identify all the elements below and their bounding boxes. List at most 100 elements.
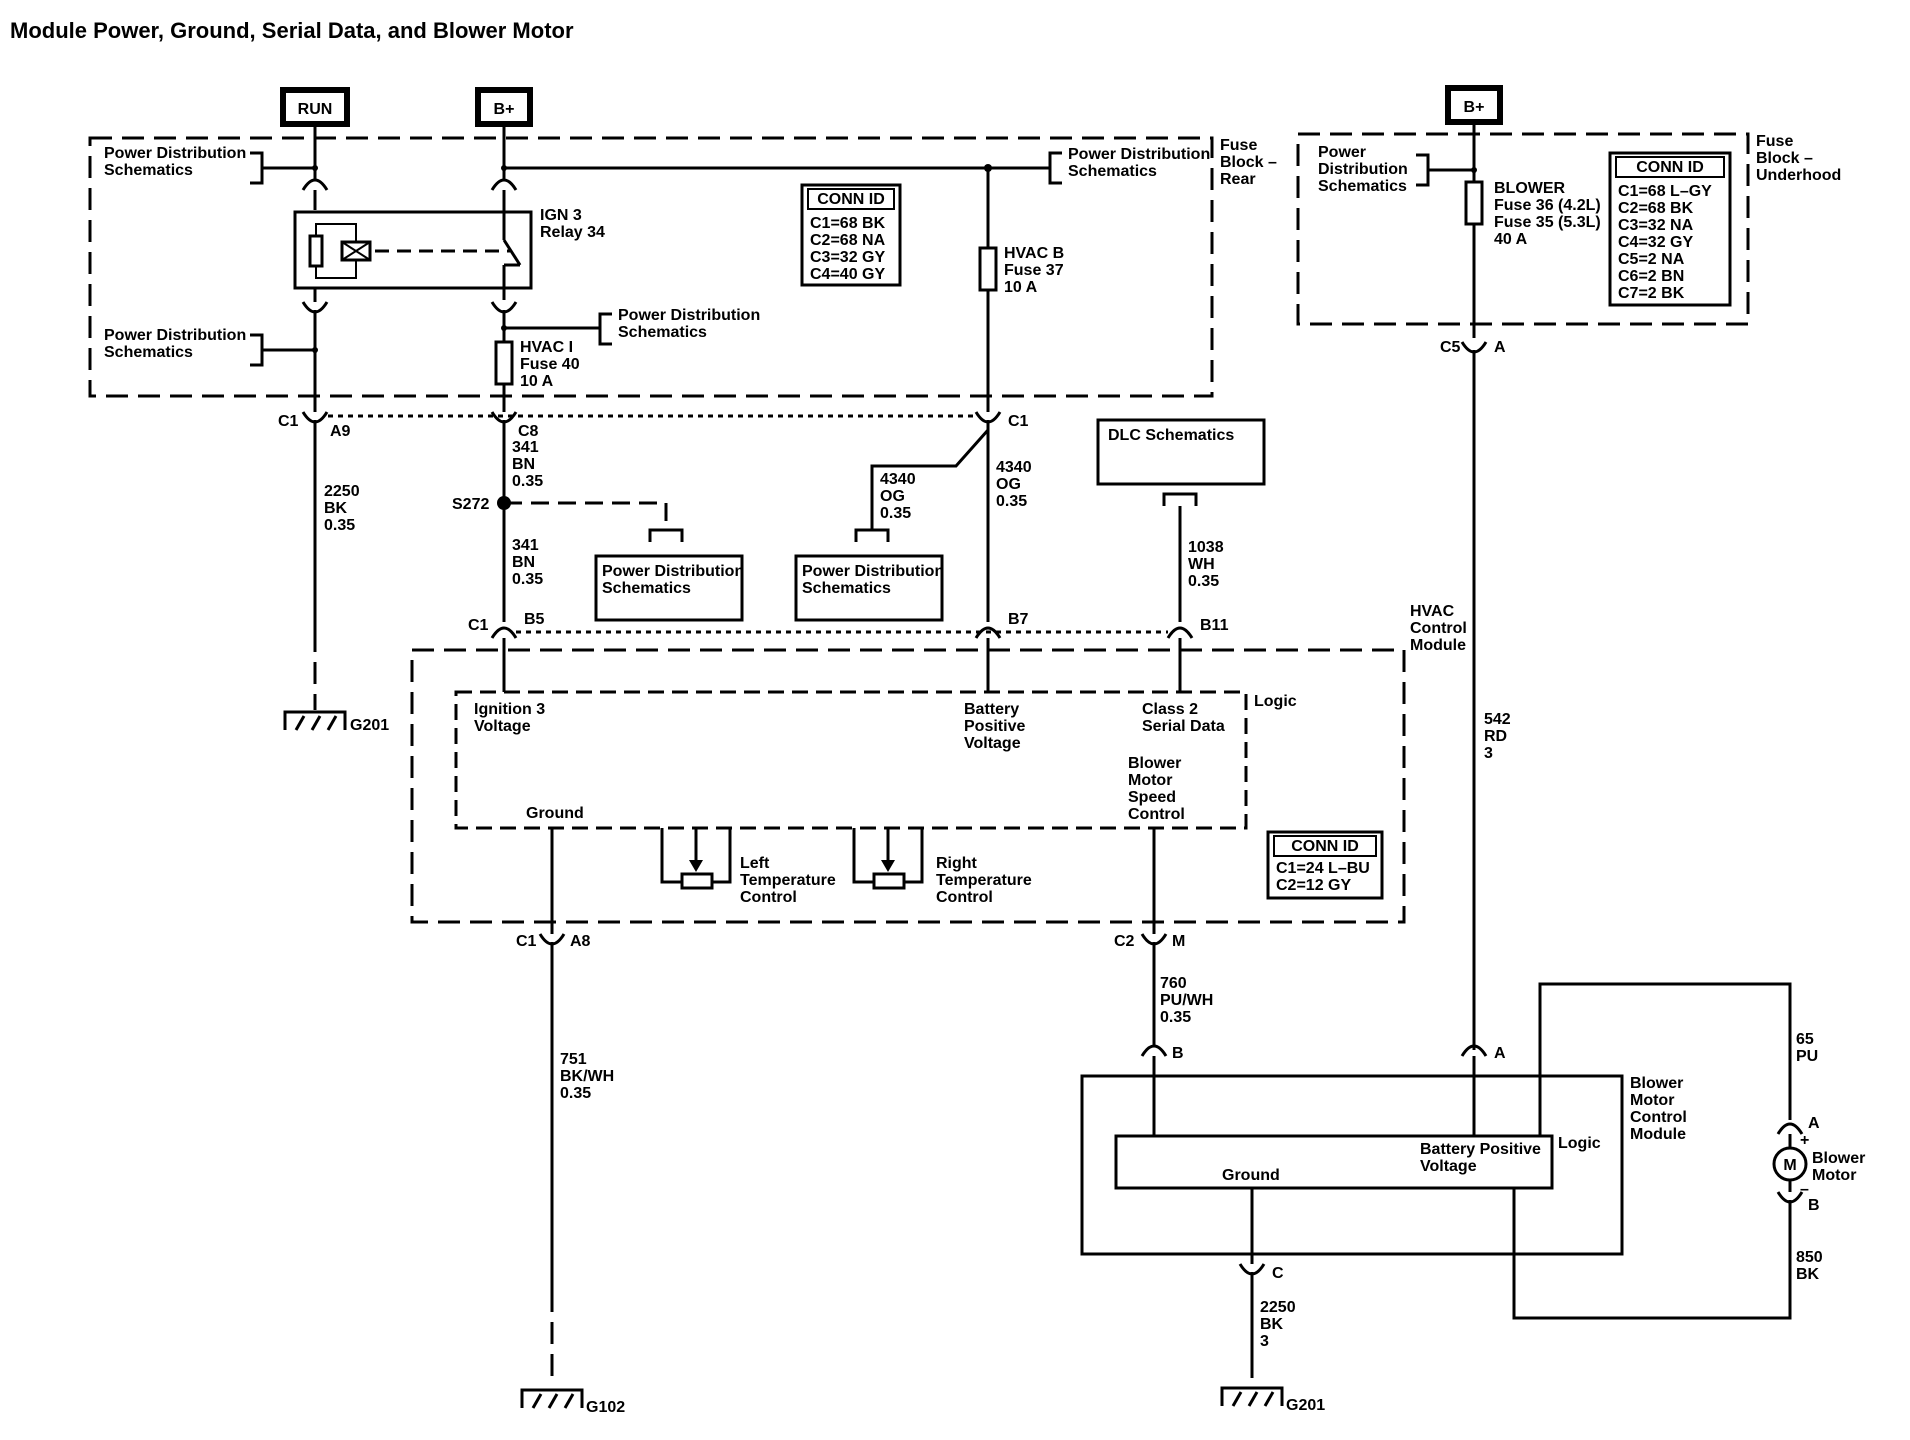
- wire-4340a-3: 0.35: [880, 505, 911, 522]
- dlc-label: DLC Schematics: [1108, 427, 1234, 444]
- pd-ref-left-bottom-bracket: [250, 333, 264, 367]
- fuse-block-underhood-label-3: Underhood: [1756, 167, 1841, 184]
- conn-id-rear-1: C1=68 BK: [810, 215, 886, 232]
- pd-ref-rear-right-1: Power Distribution: [1068, 146, 1210, 163]
- pd-box-4340-1: Power Distribution: [802, 563, 944, 580]
- diagram-title: Module Power, Ground, Serial Data, and B…: [10, 18, 574, 43]
- conn-id-underhood-2: C2=68 BK: [1618, 200, 1694, 217]
- wire-341b-2: BN: [512, 554, 535, 571]
- fuse-block-rear-label-1: Fuse: [1220, 137, 1257, 154]
- g102-label: G102: [586, 1399, 625, 1416]
- pd-box-4340-2: Schematics: [802, 580, 891, 597]
- conn-id-hvac: CONN ID C1=24 L–BU C2=12 GY: [1266, 830, 1384, 900]
- connector-b11: [1166, 626, 1194, 639]
- hvac-ign3-1: Ignition 3: [474, 701, 545, 718]
- a-bmcm-label: A: [1494, 1045, 1506, 1062]
- wire-4340a-2: OG: [880, 488, 905, 505]
- blower-motor-control-module: [1080, 1074, 1624, 1256]
- ground-g201-right: G201: [1220, 1386, 1325, 1414]
- wire-760-2: PU/WH: [1160, 992, 1213, 1009]
- c1-a8-label: C1: [516, 933, 537, 950]
- wire-2250b-1: 2250: [1260, 1299, 1296, 1316]
- m-label: M: [1172, 933, 1185, 950]
- wire-2250a-3: 0.35: [324, 517, 355, 534]
- motor-b-label: B: [1808, 1197, 1820, 1214]
- fuse-hvac-i-label-2: Fuse 40: [520, 356, 580, 373]
- wire-850-2: BK: [1796, 1266, 1820, 1283]
- conn-id-underhood-7: C7=2 BK: [1618, 285, 1685, 302]
- wire-751-1: 751: [560, 1051, 587, 1068]
- hvac-control-module: [410, 648, 1406, 924]
- fuse-blower-label-3: Fuse 35 (5.3L): [1494, 214, 1601, 231]
- hvac-module-name-2: Control: [1410, 620, 1467, 637]
- wire-4340b-3: 0.35: [996, 493, 1027, 510]
- b5-label: B5: [524, 611, 545, 628]
- conn-id-underhood-3: C3=32 NA: [1618, 217, 1694, 234]
- connector-b7: [974, 626, 1002, 639]
- fuse-hvac-i-label-3: 10 A: [520, 373, 554, 390]
- left-temp-2: Temperature: [740, 872, 836, 889]
- pd-ref-rear-right-2: Schematics: [1068, 163, 1157, 180]
- right-temp-2: Temperature: [936, 872, 1032, 889]
- wire-341a-3: 0.35: [512, 473, 543, 490]
- wire-850: [1512, 1188, 1792, 1320]
- pd-box-splice-2: Schematics: [602, 580, 691, 597]
- hvac-module-name-1: HVAC: [1410, 603, 1455, 620]
- pd-box-4340: Power Distribution Schematics: [794, 554, 944, 622]
- wire-4340b-2: OG: [996, 476, 1021, 493]
- hvac-class2-2: Serial Data: [1142, 718, 1225, 735]
- connector-b-bmcm: [1140, 1044, 1168, 1057]
- c1-hvac-label: C1: [468, 617, 489, 634]
- motor-a-label: A: [1808, 1115, 1820, 1132]
- fuse-hvac-b: [978, 246, 998, 292]
- bplus-source-rear: B+: [475, 87, 533, 127]
- bmcm-bpv-2: Voltage: [1420, 1158, 1477, 1175]
- pd-ref-rear-right-bracket: [1048, 151, 1062, 185]
- c1-right-label: C1: [1008, 413, 1029, 430]
- run-label: RUN: [298, 101, 333, 118]
- relay-switch: [502, 239, 522, 266]
- wire-65-1: 65: [1796, 1031, 1814, 1048]
- pd-ref-underhood-1: Power: [1318, 144, 1366, 161]
- wire-341b-1: 341: [512, 537, 539, 554]
- conn-id-underhood: CONN ID C1=68 L–GY C2=68 BK C3=32 NA C4=…: [1608, 151, 1732, 307]
- fuse-hvac-b-label-2: Fuse 37: [1004, 262, 1064, 279]
- hvac-bmsc-4: Control: [1128, 806, 1185, 823]
- hvac-logic-label: Logic: [1254, 693, 1297, 710]
- conn-id-underhood-5: C5=2 NA: [1618, 251, 1685, 268]
- conn-id-hvac-header: CONN ID: [1291, 838, 1359, 855]
- hvac-ign3-2: Voltage: [474, 718, 531, 735]
- conn-id-rear-4: C4=40 GY: [810, 266, 885, 283]
- fuse-hvac-b-label-1: HVAC B: [1004, 245, 1064, 262]
- pd-box-splice: Power Distribution Schematics: [594, 554, 744, 622]
- wire-4340a-1: 4340: [880, 471, 916, 488]
- wire-341a-2: BN: [512, 456, 535, 473]
- conn-id-hvac-2: C2=12 GY: [1276, 877, 1351, 894]
- blower-motor: M + – Blower Motor: [1772, 1132, 1865, 1198]
- hvac-bpv-1: Battery: [964, 701, 1019, 718]
- bmcm-ground-label: Ground: [1222, 1167, 1280, 1184]
- relay-label-2: Relay 34: [540, 224, 605, 241]
- hvac-bmsc-2: Motor: [1128, 772, 1172, 789]
- wire-1038-2: WH: [1188, 556, 1215, 573]
- bmcm-name-1: Blower: [1630, 1075, 1683, 1092]
- wire-4340-branch: [870, 429, 990, 530]
- hvac-bmsc-1: Blower: [1128, 755, 1181, 772]
- wire-751-2: BK/WH: [560, 1068, 614, 1085]
- wire-542-3: 3: [1484, 745, 1493, 762]
- fuse-blower-label-2: Fuse 36 (4.2L): [1494, 197, 1601, 214]
- a8-label: A8: [570, 933, 591, 950]
- relay-coil-resistor: [308, 234, 324, 268]
- pd-ref-hvaci-1: Power Distribution: [618, 307, 760, 324]
- conn-id-rear-3: C3=32 GY: [810, 249, 885, 266]
- dlc-box: DLC Schematics: [1096, 418, 1266, 486]
- fuse-hvac-i-label-1: HVAC I: [520, 339, 573, 356]
- conn-id-underhood-4: C4=32 GY: [1618, 234, 1693, 251]
- wire-542-2: RD: [1484, 728, 1507, 745]
- wire-341a-1: 341: [512, 439, 539, 456]
- g201-left-label: G201: [350, 717, 389, 734]
- b7-label: B7: [1008, 611, 1029, 628]
- conn-id-rear: CONN ID C1=68 BK C2=68 NA C3=32 GY C4=40…: [800, 183, 902, 287]
- blower-motor-name-2: Motor: [1812, 1167, 1856, 1184]
